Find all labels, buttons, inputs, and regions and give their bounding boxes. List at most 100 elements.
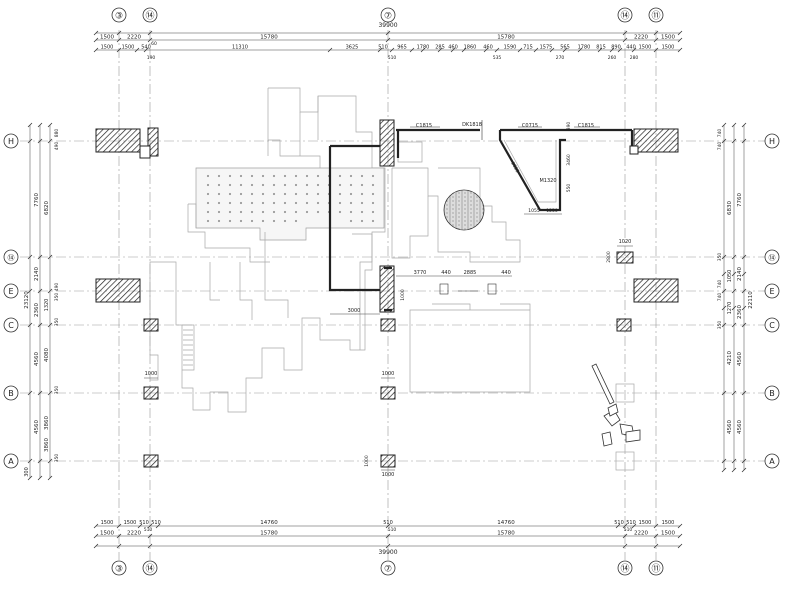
top-dim-r2-2: 540 — [141, 45, 151, 51]
slab-dot-40 — [294, 192, 298, 196]
left-tick-total-2 — [27, 254, 33, 260]
axis-bubble-14-bottom-right — [617, 560, 633, 576]
bottom-dim-r2-4: 2220 — [634, 531, 648, 537]
slab-dot-83 — [239, 219, 243, 223]
bottom-tick-total-2 — [147, 543, 153, 549]
slab-dot-67 — [239, 210, 243, 214]
left-tick-1-3 — [37, 288, 43, 294]
existing-column-strip — [352, 233, 373, 350]
right-tick-total-1 — [741, 138, 747, 144]
top-tick-r1-3 — [385, 37, 391, 43]
left-tick-total-4 — [27, 322, 33, 328]
bottom-dim-r1-7: 510 — [614, 520, 624, 526]
top-tick-r2-14 — [517, 47, 523, 53]
slab-dot-6 — [272, 174, 276, 178]
top-tick-r2-10 — [450, 47, 456, 53]
right-total-dimension: 22110 — [748, 291, 754, 309]
slab-dot-91 — [371, 219, 375, 223]
axis-bubble-H-left — [3, 133, 19, 149]
label-dk1818: DK1818 — [462, 122, 482, 128]
label-dim-2885: 2885 — [464, 270, 477, 276]
right-dim-c2-0: 6830 — [727, 201, 733, 215]
left-dimensions: 23120 7760 2140 2360 4560 4560 300 6820 … — [24, 122, 60, 481]
slab-dot-37 — [261, 192, 265, 196]
bottom-tick-total-4 — [622, 543, 628, 549]
left-dim-c3-4: 350 — [54, 386, 60, 395]
right-dim-c1-3: 4560 — [737, 352, 743, 366]
slab-dot-33 — [217, 192, 221, 196]
right-tick-1-5 — [721, 305, 727, 311]
slab-dot-50 — [228, 201, 232, 205]
existing-room-box — [397, 141, 423, 163]
top-dimensions: 39900 1500 2220 15780 15780 2220 1500 15… — [93, 22, 683, 61]
wall-bay-window — [498, 130, 566, 212]
axis-label-C-right: C — [769, 321, 775, 330]
top-tick-major-6 — [677, 30, 683, 36]
slab-dot-80 — [206, 219, 210, 223]
axis-label-11-bottom: ⑪ — [651, 564, 660, 575]
slab-dot-9 — [305, 174, 309, 178]
slab-dot-87 — [283, 219, 287, 223]
label-dim-1000-c: 1000 — [382, 371, 395, 377]
top-tick-r2-23 — [653, 47, 659, 53]
slab-dot-10 — [316, 174, 320, 178]
axis-bubble-E-left — [3, 283, 19, 299]
top-dim-small-5: 260 — [608, 55, 617, 61]
bottom-dim-r2-1: 2220 — [127, 531, 141, 537]
axis-bubble-A-right — [764, 453, 780, 469]
slab-dot-45 — [349, 192, 353, 196]
slab-dot-81 — [217, 219, 221, 223]
bottom-tick-r1-0 — [93, 523, 99, 529]
left-dim-c3-2: 490 — [54, 283, 60, 292]
right-dim-c1-1: 2140 — [737, 267, 743, 281]
loose-piece-4 — [625, 429, 641, 443]
right-tick-2-5 — [731, 305, 737, 311]
axis-bubble-14-bottom-left — [142, 560, 158, 576]
right-dimensions: 7760 2140 2360 4560 4560 6830 1050 1270 … — [717, 122, 754, 473]
top-tick-r2-15 — [533, 47, 539, 53]
left-dim-c1-3: 4560 — [34, 352, 40, 366]
top-tick-major-4 — [622, 30, 628, 36]
right-tick-2-2 — [731, 254, 737, 260]
left-tick-total-6 — [27, 458, 33, 464]
existing-outline-east-inner — [391, 168, 429, 259]
slab-dot-78 — [360, 210, 364, 214]
axis-bubble-3-top — [111, 7, 127, 23]
slab-dot-49 — [217, 201, 221, 205]
existing-small-block-2 — [615, 451, 635, 471]
top-dim-r1-3: 15780 — [497, 35, 515, 41]
top-dim-r2-3: 11310 — [232, 45, 248, 51]
top-tick-major-0 — [93, 30, 99, 36]
right-tick-2-3 — [731, 271, 737, 277]
bottom-dim-r2-3: 15780 — [497, 531, 515, 537]
label-dim-1250: 1250 — [546, 208, 558, 214]
existing-structure-faint — [149, 87, 635, 471]
top-tick-r2-1 — [116, 47, 122, 53]
columns — [95, 119, 679, 468]
top-dim-r2-6: 965 — [397, 45, 407, 51]
column-H-14-left-base — [139, 145, 151, 159]
right-tick-1-1 — [721, 138, 727, 144]
bottom-dim-r1-10: 1500 — [662, 520, 675, 526]
column-B-14-left — [143, 386, 159, 400]
column-C-14-left — [143, 318, 159, 332]
axis-label-A-left: A — [8, 457, 14, 466]
top-dim-r2-18: 890 — [611, 45, 621, 51]
bottom-tick-total-1 — [116, 543, 122, 549]
axis-label-3-bottom: ③ — [115, 565, 123, 575]
bottom-dim-r1-2: 510 — [139, 520, 149, 526]
top-dim-r2-17: 815 — [596, 45, 606, 51]
slab-dot-47 — [371, 192, 375, 196]
left-dim-c3-5: 350 — [54, 454, 60, 463]
left-tick-2-2 — [47, 254, 53, 260]
right-tick-total-9 — [741, 467, 747, 473]
slab-dot-71 — [283, 210, 287, 214]
slab-dot-51 — [239, 201, 243, 205]
small-window-mark-1 — [439, 283, 449, 295]
top-dim-ticks — [93, 30, 683, 53]
column-14h-14-right — [616, 251, 634, 264]
slab-dot-5 — [261, 174, 265, 178]
top-dim-small-1: 190 — [147, 55, 156, 61]
top-dim-r1-5: 1500 — [661, 35, 675, 41]
